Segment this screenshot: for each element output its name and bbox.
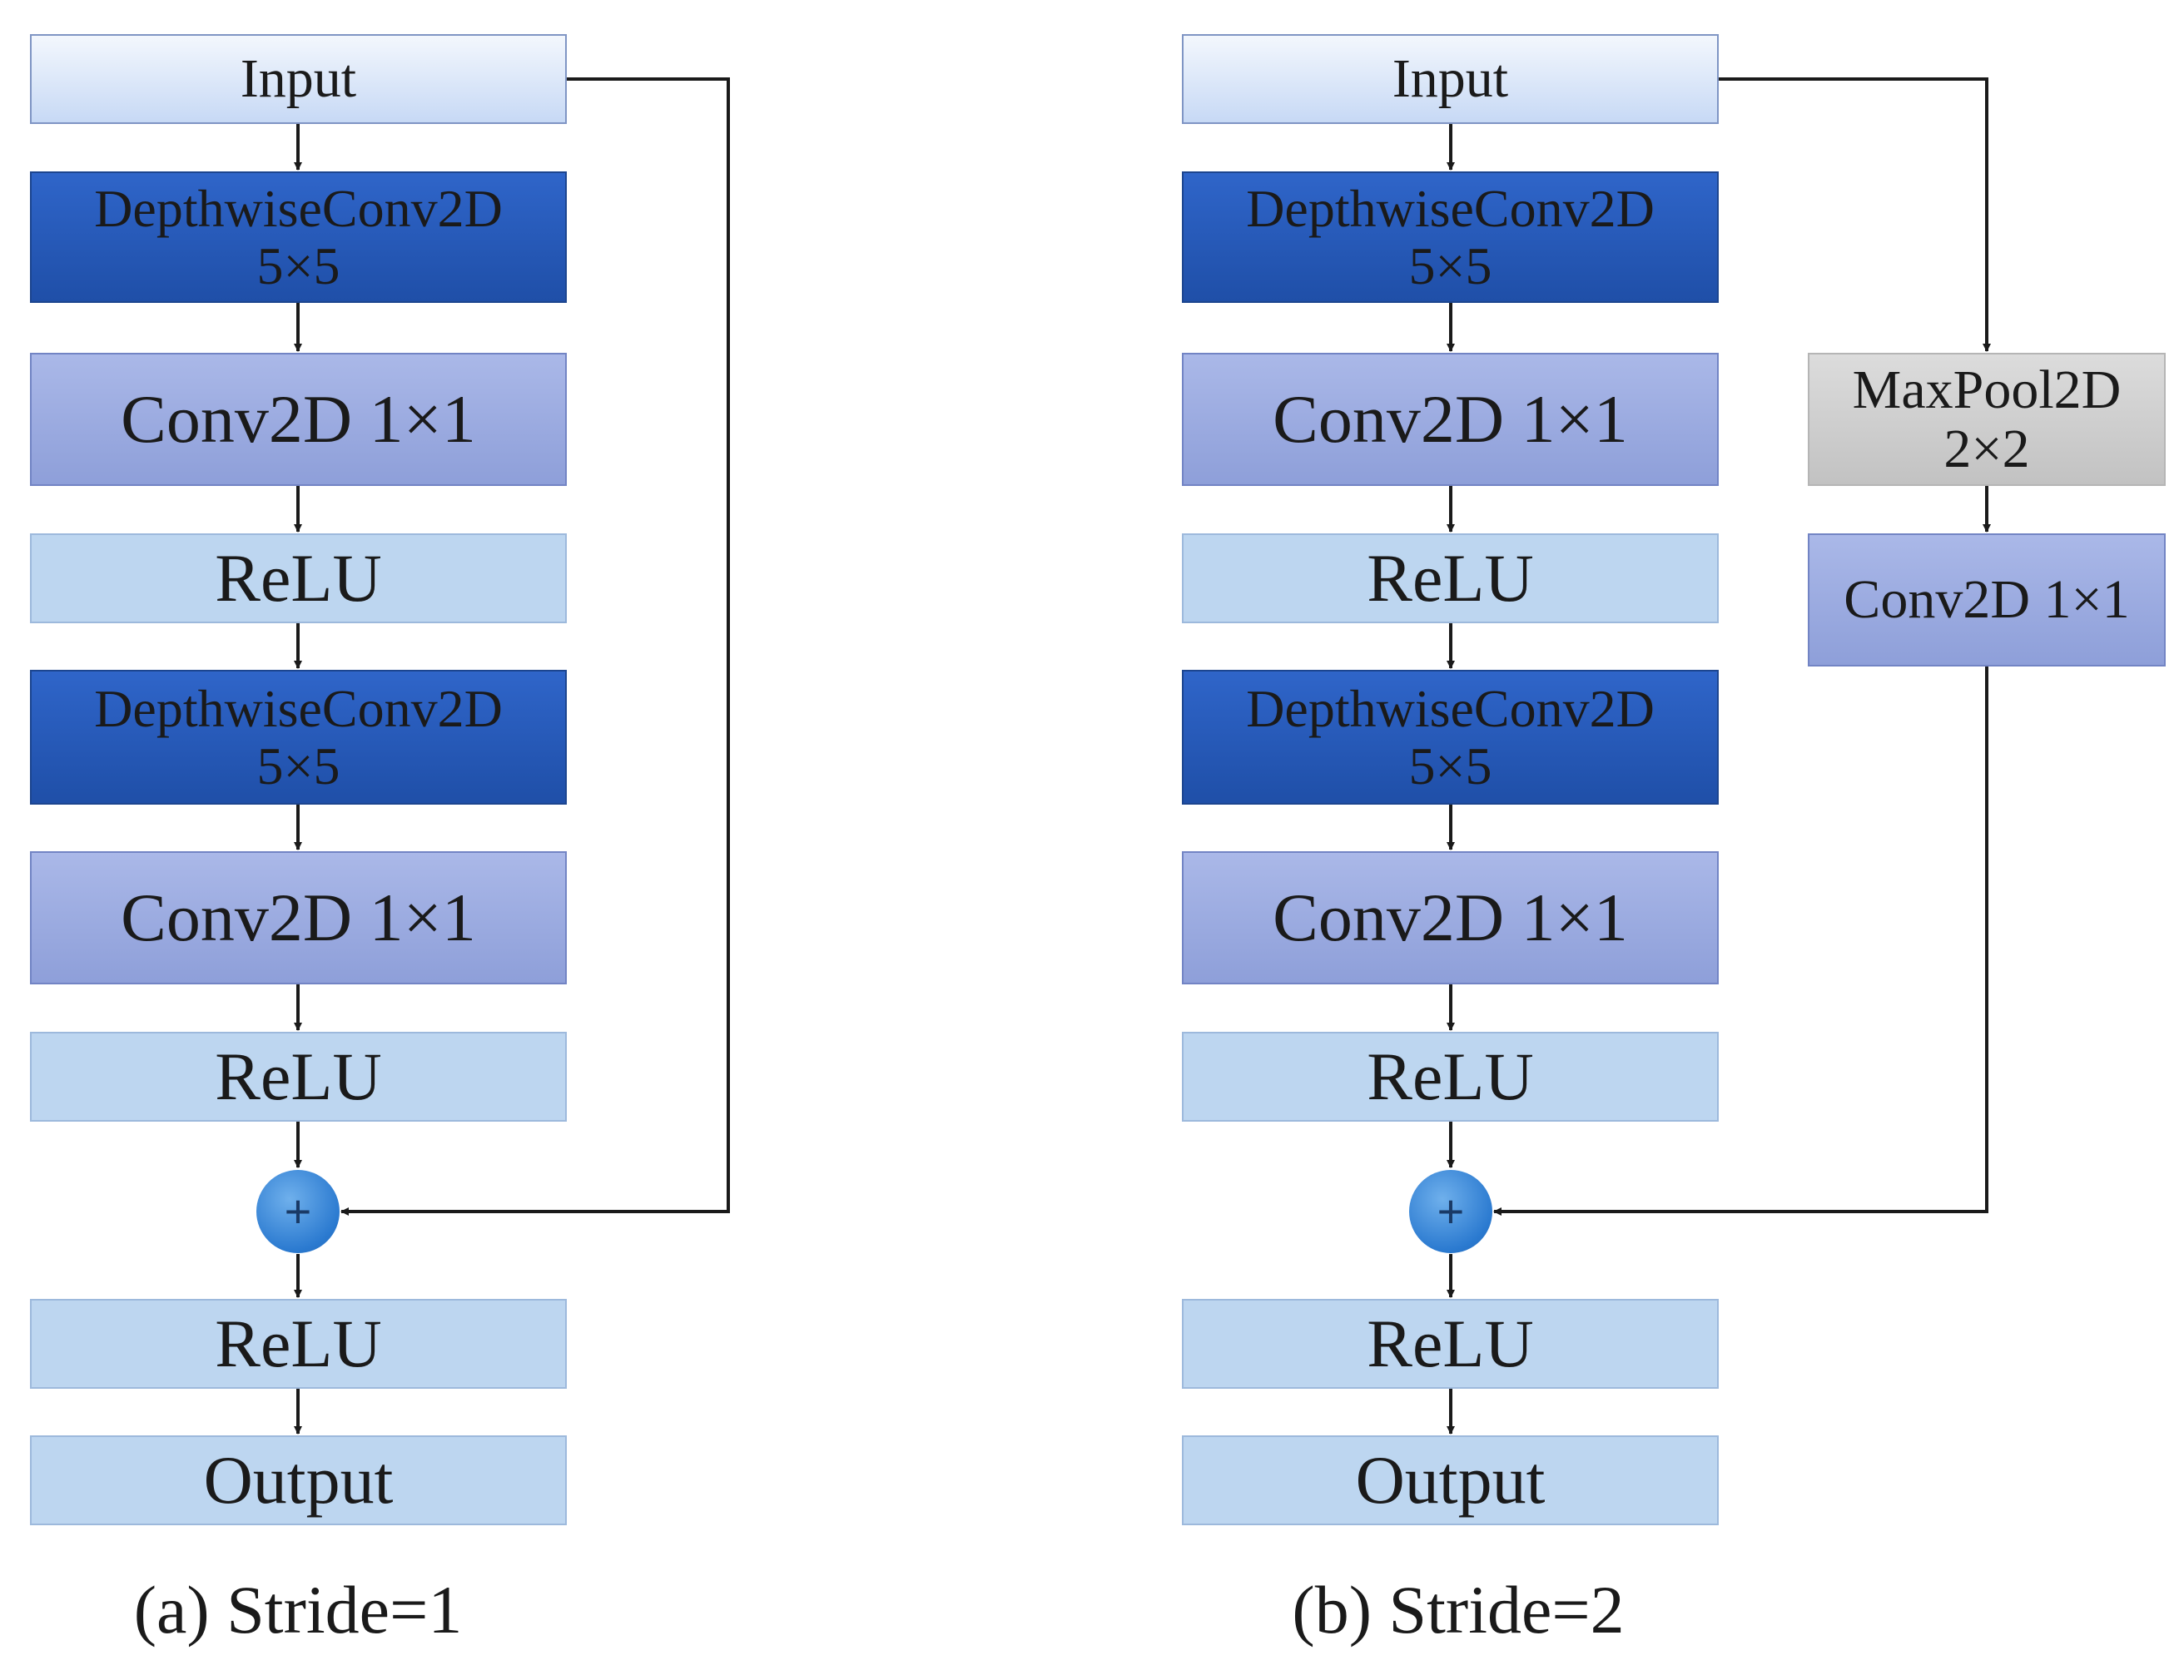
panel-b-depthwise-conv-2-label: DepthwiseConv2D [1246,678,1655,738]
panel-b-relu-3-label: ReLU [1367,1305,1534,1381]
panel-a-relu-3-node: ReLU [30,1299,567,1389]
panel-b-conv2d-1-label: Conv2D 1×1 [1273,380,1628,457]
panel-b-depthwise-conv-2-node: DepthwiseConv2D 5×5 [1182,670,1719,805]
panel-a-conv2d-1-label: Conv2D 1×1 [121,380,476,457]
panel-a-add-symbol: + [284,1185,312,1237]
panel-b-relu-1-label: ReLU [1367,539,1534,616]
panel-b-input-node: Input [1182,34,1719,124]
panel-a-relu-1-node: ReLU [30,533,567,623]
panel-b-caption: (b) Stride=2 [1292,1572,1625,1648]
panel-a-depthwise-conv-2-label: DepthwiseConv2D [94,678,503,738]
panel-b-maxpool-node: MaxPool2D 2×2 [1808,353,2166,486]
panel-b-maxpool-kernel: 2×2 [1943,419,2030,479]
panel-b-add-symbol: + [1437,1185,1465,1237]
panel-a-skip-connection-arrow [340,77,730,1216]
panel-b-depthwise-conv-1-node: DepthwiseConv2D 5×5 [1182,171,1719,303]
panel-b-shortcut-to-maxpool-arrow [1719,77,1991,352]
panel-b-conv2d-2-label: Conv2D 1×1 [1273,879,1628,955]
panel-a-depthwise-conv-1-node: DepthwiseConv2D 5×5 [30,171,567,303]
panel-b-shortcut-conv2d-node: Conv2D 1×1 [1808,533,2166,667]
panel-a-conv2d-2-label: Conv2D 1×1 [121,879,476,955]
panel-b-conv2d-1-node: Conv2D 1×1 [1182,353,1719,486]
panel-b-relu-1-node: ReLU [1182,533,1719,623]
panel-a-add-node: + [256,1170,340,1253]
panel-b-depthwise-conv-2-kernel: 5×5 [1408,736,1492,795]
panel-a-relu-2-label: ReLU [215,1038,382,1114]
panel-b-depthwise-conv-1-kernel: 5×5 [1408,236,1492,295]
panel-b-input-label: Input [1392,48,1509,110]
panel-a-caption: (a) Stride=1 [133,1572,463,1648]
panel-a-depthwise-conv-1-kernel: 5×5 [256,236,340,295]
panel-b-shortcut-to-adder-arrow [1493,667,1988,1216]
panel-b-depthwise-conv-1-label: DepthwiseConv2D [1246,178,1655,238]
panel-b-add-node: + [1409,1170,1492,1253]
panel-a-conv2d-1-node: Conv2D 1×1 [30,353,567,486]
panel-a-conv2d-2-node: Conv2D 1×1 [30,851,567,984]
panel-b-relu-2-node: ReLU [1182,1032,1719,1122]
panel-b-shortcut-conv2d-label: Conv2D 1×1 [1844,569,2130,631]
panel-a-output-label: Output [203,1441,394,1518]
panel-a-input-label: Input [240,48,357,110]
panel-a-depthwise-conv-1-label: DepthwiseConv2D [94,178,503,238]
panel-b-output-label: Output [1355,1441,1546,1518]
panel-a-relu-1-label: ReLU [215,539,382,616]
panel-a-output-node: Output [30,1435,567,1525]
panel-b-relu-2-label: ReLU [1367,1038,1534,1114]
panel-b-maxpool-label: MaxPool2D [1852,359,2122,420]
panel-b-output-node: Output [1182,1435,1719,1525]
panel-a-relu-3-label: ReLU [215,1305,382,1381]
panel-a-relu-2-node: ReLU [30,1032,567,1122]
panel-b-conv2d-2-node: Conv2D 1×1 [1182,851,1719,984]
panel-b-relu-3-node: ReLU [1182,1299,1719,1389]
panel-a-depthwise-conv-2-kernel: 5×5 [256,736,340,795]
panel-a-input-node: Input [30,34,567,124]
panel-a-depthwise-conv-2-node: DepthwiseConv2D 5×5 [30,670,567,805]
